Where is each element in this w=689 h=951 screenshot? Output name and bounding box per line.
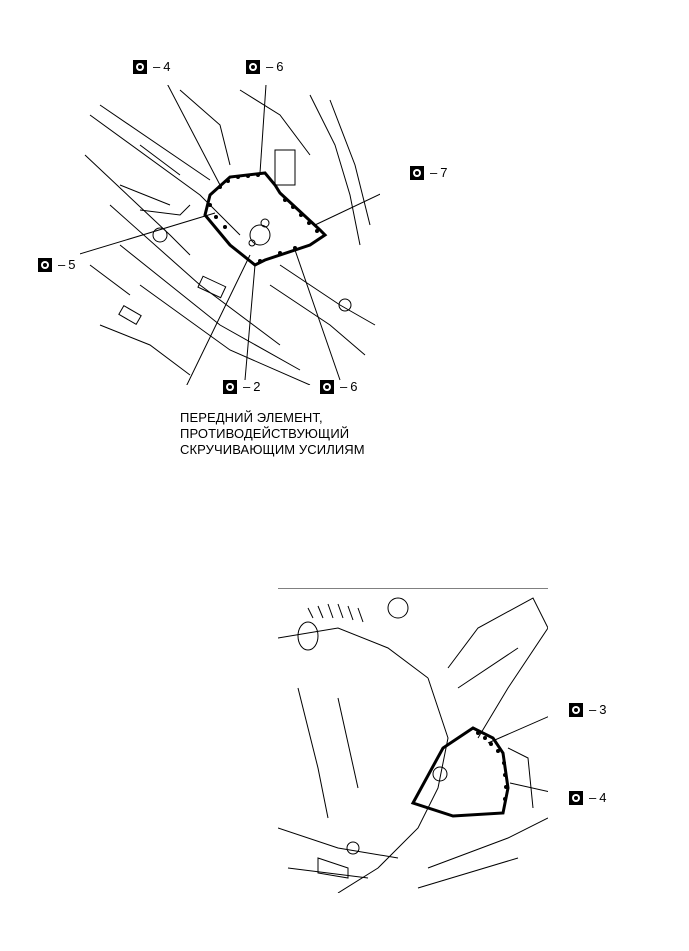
top-body-structure-lines <box>84 89 376 385</box>
bottom-weld-points <box>476 731 508 801</box>
torsion-member-outline <box>203 171 328 267</box>
bottom-vehicle-body-drawing <box>278 588 548 893</box>
weld-callout-6-top-a: – 6 <box>246 60 283 74</box>
callout-number: 7 <box>440 165 448 180</box>
part-name-label: ПЕРЕДНИЙ ЭЛЕМЕНТ, ПРОТИВОДЕЙСТВУЮЩИЙ СКР… <box>180 410 365 458</box>
weld-point-icon <box>133 60 147 74</box>
part-name-line-1: ПЕРЕДНИЙ ЭЛЕМЕНТ, <box>180 410 323 425</box>
callout-number: 2 <box>253 379 261 394</box>
top-vehicle-body-drawing <box>80 85 380 385</box>
callout-number: 3 <box>599 702 607 717</box>
weld-point-icon <box>223 380 237 394</box>
weld-callout-3-bottom: – 3 <box>569 703 606 717</box>
weld-point-icon <box>246 60 260 74</box>
weld-callout-4-top: – 4 <box>133 60 170 74</box>
bottom-member-outline <box>410 726 510 818</box>
bottom-body-structure-lines <box>278 588 548 893</box>
weld-point-icon <box>569 791 583 805</box>
weld-callout-4-bottom: – 4 <box>569 791 606 805</box>
callout-number: 5 <box>68 257 76 272</box>
weld-callout-7-top: – 7 <box>410 166 447 180</box>
weld-callout-6-top-b: – 6 <box>320 380 357 394</box>
callout-number: 4 <box>163 59 171 74</box>
bottom-leader-lines <box>487 716 548 793</box>
weld-point-icon <box>38 258 52 272</box>
callout-number: 4 <box>599 790 607 805</box>
weld-callout-2-top: – 2 <box>223 380 260 394</box>
part-name-line-3: СКРУЧИВАЮЩИМ УСИЛИЯМ <box>180 442 365 457</box>
part-name-line-2: ПРОТИВОДЕЙСТВУЮЩИЙ <box>180 426 350 441</box>
weld-point-icon <box>320 380 334 394</box>
top-leader-lines <box>80 85 380 385</box>
weld-callout-5-top: – 5 <box>38 258 75 272</box>
top-weld-points <box>208 173 319 263</box>
callout-number: 6 <box>350 379 358 394</box>
weld-point-icon <box>569 703 583 717</box>
callout-number: 6 <box>276 59 284 74</box>
weld-point-icon <box>410 166 424 180</box>
